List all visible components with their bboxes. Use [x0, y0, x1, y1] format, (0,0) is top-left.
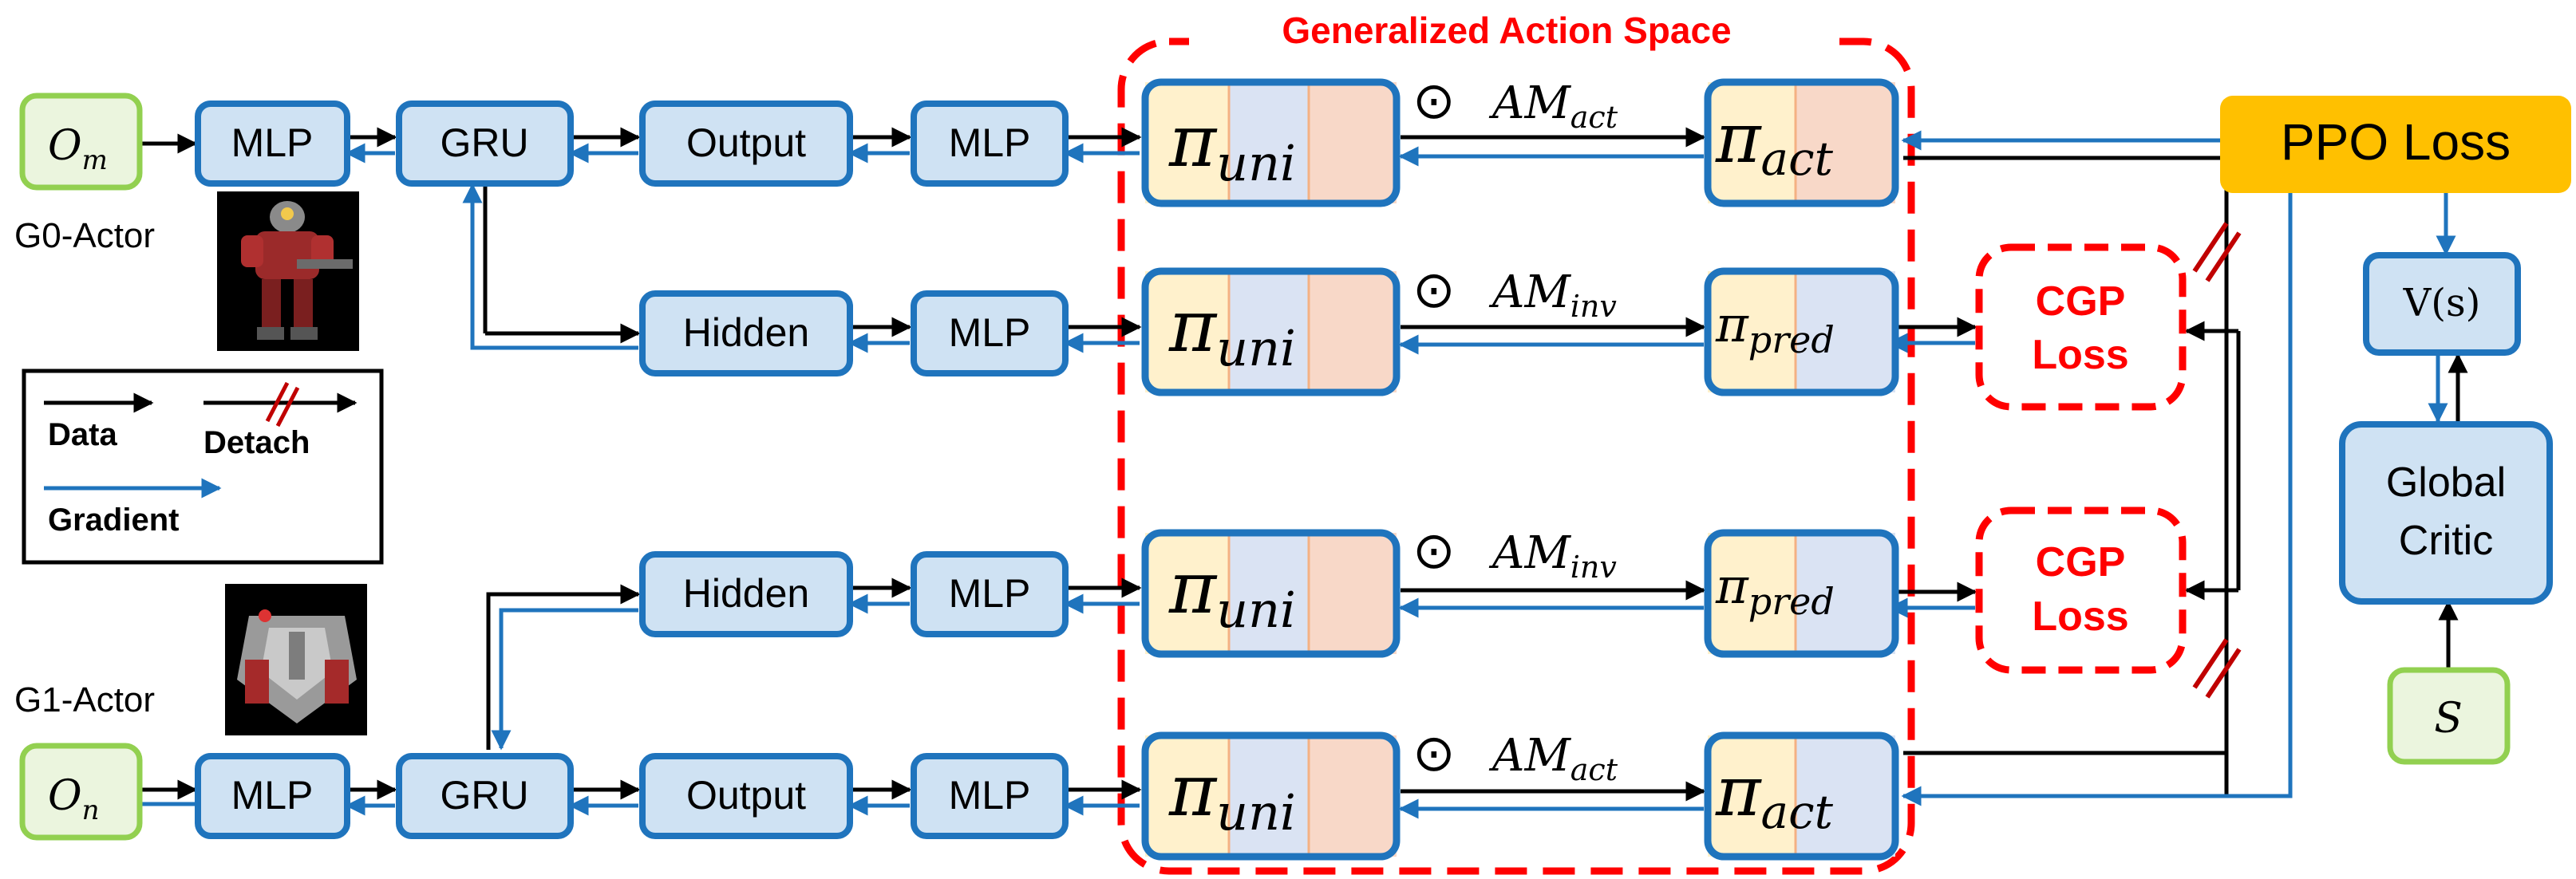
svg-text:Output: Output: [686, 120, 806, 165]
pi-uni-box: πuni: [1141, 529, 1401, 658]
mlp-block: MLP: [195, 753, 350, 839]
svg-text:Global: Global: [2386, 459, 2506, 506]
svg-text:πact: πact: [1715, 99, 1834, 186]
detach-mark: [2192, 638, 2242, 699]
arrow-data: [486, 584, 641, 750]
gru-block: GRU: [396, 101, 574, 187]
svg-text:Hidden: Hidden: [683, 310, 809, 355]
cgp-loss-box: CGP Loss: [1975, 243, 2187, 411]
svg-text:V(s): V(s): [2403, 281, 2481, 325]
mlp-block: MLP: [911, 290, 1069, 376]
am-label: ⊙ AMinv: [1412, 261, 1617, 324]
input-on: On: [19, 743, 143, 841]
mlp-block: MLP: [911, 551, 1069, 637]
actor-g0-label: G0-Actor: [14, 216, 155, 255]
svg-text:πact: πact: [1715, 752, 1834, 839]
svg-text:AMinv: AMinv: [1488, 527, 1617, 585]
blocks: MLP GRU Output MLP Hidden MLP Hidden MLP…: [195, 101, 1069, 839]
row4-arrows: [140, 177, 2293, 819]
svg-text:⊙: ⊙: [1412, 522, 1456, 581]
pi-uni-box: πuni: [1141, 267, 1401, 396]
arrow-grad: [491, 608, 638, 751]
global-critic-box: Global Critic: [2339, 421, 2553, 605]
svg-text:CGP: CGP: [2036, 278, 2126, 325]
arrow-grad: [462, 183, 638, 350]
pi-act-box: πact: [1704, 731, 1899, 861]
svg-text:PPO Loss: PPO Loss: [2281, 113, 2511, 171]
detach-marks: [2192, 222, 2242, 699]
svg-text:πuni: πuni: [1168, 749, 1296, 842]
svg-text:S: S: [2434, 695, 2463, 743]
svg-text:Loss: Loss: [2032, 332, 2128, 378]
hidden-block: Hidden: [639, 551, 853, 637]
marine-robot-icon: [217, 191, 359, 351]
svg-text:AMinv: AMinv: [1488, 266, 1617, 324]
pi-pred-box: πpred: [1704, 267, 1899, 396]
gru-block: GRU: [396, 753, 574, 839]
svg-text:CGP: CGP: [2036, 539, 2126, 585]
output-block: Output: [639, 101, 853, 187]
pi-uni-box: πuni: [1141, 731, 1401, 861]
mlp-block: MLP: [911, 101, 1069, 187]
svg-text:MLP: MLP: [949, 120, 1031, 165]
pi-act-box: πact: [1704, 78, 1899, 207]
svg-text:MLP: MLP: [231, 120, 314, 165]
svg-text:MLP: MLP: [231, 773, 314, 818]
svg-text:Critic: Critic: [2399, 518, 2493, 564]
mlp-block: MLP: [911, 753, 1069, 839]
svg-text:πuni: πuni: [1168, 100, 1296, 192]
legend: Data Detach Gradient: [22, 369, 384, 565]
svg-text:πuni: πuni: [1168, 285, 1296, 377]
mlp-block: MLP: [195, 101, 350, 187]
svg-text:MLP: MLP: [949, 773, 1031, 818]
legend-detach-label: Detach: [203, 425, 310, 460]
legend-detach-mark: [265, 381, 300, 428]
legend-gradient-label: Gradient: [48, 503, 179, 538]
pi-uni-boxes: πuni πuni πuni πuni: [1141, 78, 1401, 861]
detach-mark: [2192, 222, 2242, 282]
am-label: ⊙ AMact: [1412, 72, 1618, 135]
svg-text:MLP: MLP: [949, 571, 1031, 616]
input-s: S: [2387, 667, 2511, 765]
pi-pred-box: πpred: [1704, 529, 1899, 658]
am-label: ⊙ AMinv: [1412, 522, 1617, 585]
row3-arrows: [486, 577, 1977, 751]
svg-text:Output: Output: [686, 773, 806, 818]
output-block: Output: [639, 753, 853, 839]
svg-text:GRU: GRU: [440, 120, 528, 165]
svg-text:AMinvact: AMinvact: [1488, 730, 1618, 787]
svg-text:⊙: ⊙: [1412, 261, 1456, 320]
actor-g1-label: G1-Actor: [14, 680, 155, 719]
am-label: ⊙ AMinvact: [1412, 724, 1618, 787]
svg-text:GRU: GRU: [440, 773, 528, 818]
pi-uni-box: πuni: [1141, 78, 1401, 207]
hidden-block: Hidden: [639, 290, 853, 376]
svg-text:Loss: Loss: [2032, 593, 2128, 640]
svg-text:⊙: ⊙: [1412, 724, 1456, 783]
svg-text:πpred: πpred: [1715, 295, 1835, 361]
arrows: [140, 127, 2468, 819]
svg-text:⊙: ⊙: [1412, 72, 1456, 131]
arrow-grad: [1901, 177, 2293, 806]
svg-text:On: On: [48, 772, 100, 826]
cgp-loss-box: CGP Loss: [1975, 507, 2187, 674]
gas-title: Generalized Action Space: [1282, 10, 1731, 51]
vehicle-icon: [225, 584, 367, 735]
value-box: V(s): [2363, 252, 2521, 356]
row2-arrows: [462, 183, 1977, 355]
input-om: Om: [19, 93, 143, 191]
svg-text:MLP: MLP: [949, 310, 1031, 355]
ppo-loss-box: PPO Loss: [2220, 96, 2571, 193]
svg-text:Hidden: Hidden: [683, 571, 809, 616]
svg-text:πuni: πuni: [1168, 546, 1296, 639]
legend-data-label: Data: [48, 417, 117, 452]
svg-text:Om: Om: [48, 122, 108, 176]
gas-title-bg: [1189, 6, 1827, 54]
svg-text:AMact: AMact: [1488, 77, 1618, 135]
svg-text:πpred: πpred: [1715, 557, 1835, 623]
